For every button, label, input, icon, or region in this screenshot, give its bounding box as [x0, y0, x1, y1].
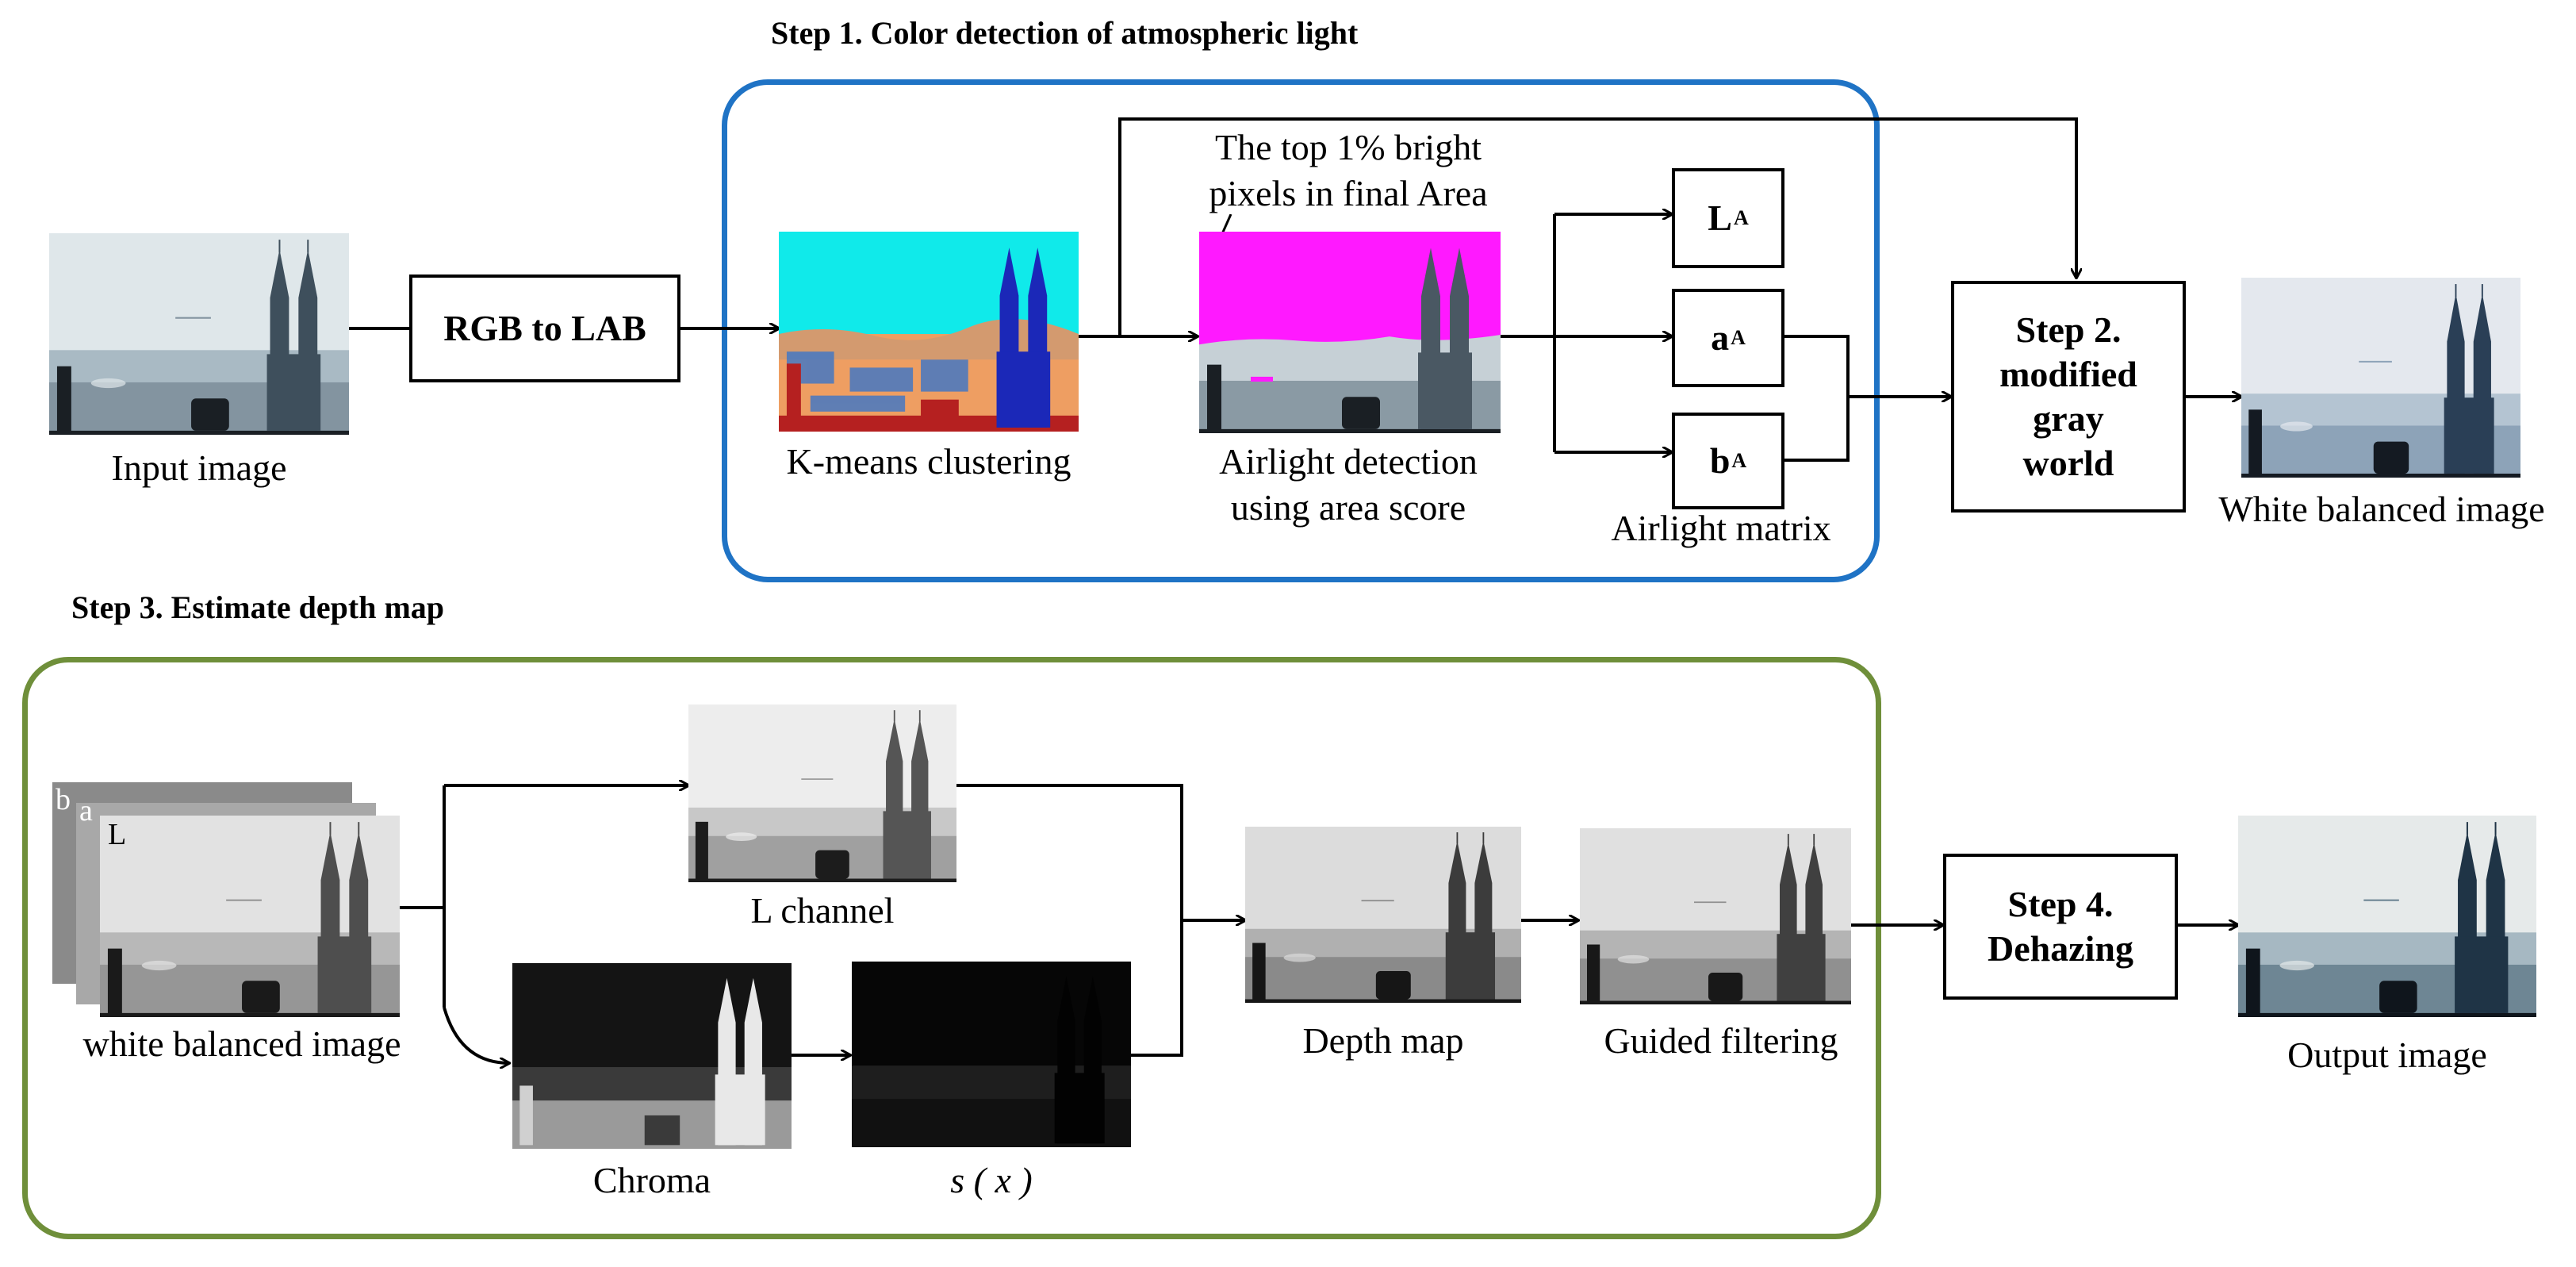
output-image — [2238, 816, 2536, 1017]
top-pixels-line-2: pixels in final Area — [1209, 173, 1488, 213]
airlight-detection-image — [1199, 232, 1501, 433]
depth-map-image — [1245, 827, 1521, 1003]
layer-l-label: L — [108, 818, 127, 851]
rgb-to-lab-box: RGB to LAB — [409, 275, 680, 382]
step2-box: Step 2. modified gray world — [1951, 281, 2186, 513]
step4-line-1: Step 4. — [2007, 883, 2114, 924]
white-balanced-stack-caption: white balanced image — [82, 1023, 401, 1064]
step1-heading: Step 1. Color detection of atmospheric l… — [771, 15, 1359, 51]
matrix-a-sub: A — [1731, 326, 1746, 350]
chroma-image — [512, 963, 792, 1149]
matrix-l-main: L — [1708, 197, 1732, 238]
l-channel-image — [688, 705, 956, 882]
sx-image — [852, 962, 1131, 1147]
step2-line-4: world — [2022, 443, 2114, 484]
step3-heading: Step 3. Estimate depth map — [71, 589, 445, 625]
step2-line-3: gray — [2033, 398, 2104, 439]
airlight-caption-line-1: Airlight detection — [1219, 441, 1478, 482]
sx-caption: s ( x ) — [950, 1160, 1033, 1200]
step2-line-2: modified — [1999, 353, 2137, 394]
depth-map-caption: Depth map — [1302, 1020, 1464, 1061]
output-image-caption: Output image — [2287, 1035, 2487, 1075]
layer-a-label: a — [79, 794, 93, 827]
l-channel-caption: L channel — [750, 890, 895, 931]
matrix-b-sub: A — [1731, 449, 1747, 473]
step4-line-2: Dehazing — [1988, 928, 2133, 969]
matrix-b-main: b — [1709, 440, 1731, 481]
kmeans-caption: K-means clustering — [786, 441, 1071, 482]
white-balanced-image — [2241, 278, 2520, 478]
input-image — [49, 233, 349, 435]
layer-b-label: b — [56, 783, 71, 816]
airlight-caption-line-2: using area score — [1230, 487, 1466, 528]
input-image-caption: Input image — [111, 447, 287, 488]
step4-box: Step 4. Dehazing — [1943, 854, 2178, 1000]
step2-line-1: Step 2. — [2015, 309, 2122, 350]
step3-group-border — [22, 657, 1881, 1239]
matrix-a-main: a — [1711, 317, 1730, 358]
chroma-caption: Chroma — [592, 1160, 711, 1200]
white-balanced-caption: White balanced image — [2218, 489, 2545, 529]
guided-filtering-image — [1580, 828, 1851, 1004]
top-pixels-line-1: The top 1% bright — [1215, 127, 1482, 167]
layer-l — [100, 816, 400, 1017]
matrix-l-sub: A — [1733, 206, 1749, 230]
guided-filtering-caption: Guided filtering — [1604, 1020, 1838, 1061]
kmeans-image — [779, 232, 1079, 432]
step1-group-border — [722, 79, 1880, 582]
airlight-matrix-caption: Airlight matrix — [1611, 508, 1831, 548]
